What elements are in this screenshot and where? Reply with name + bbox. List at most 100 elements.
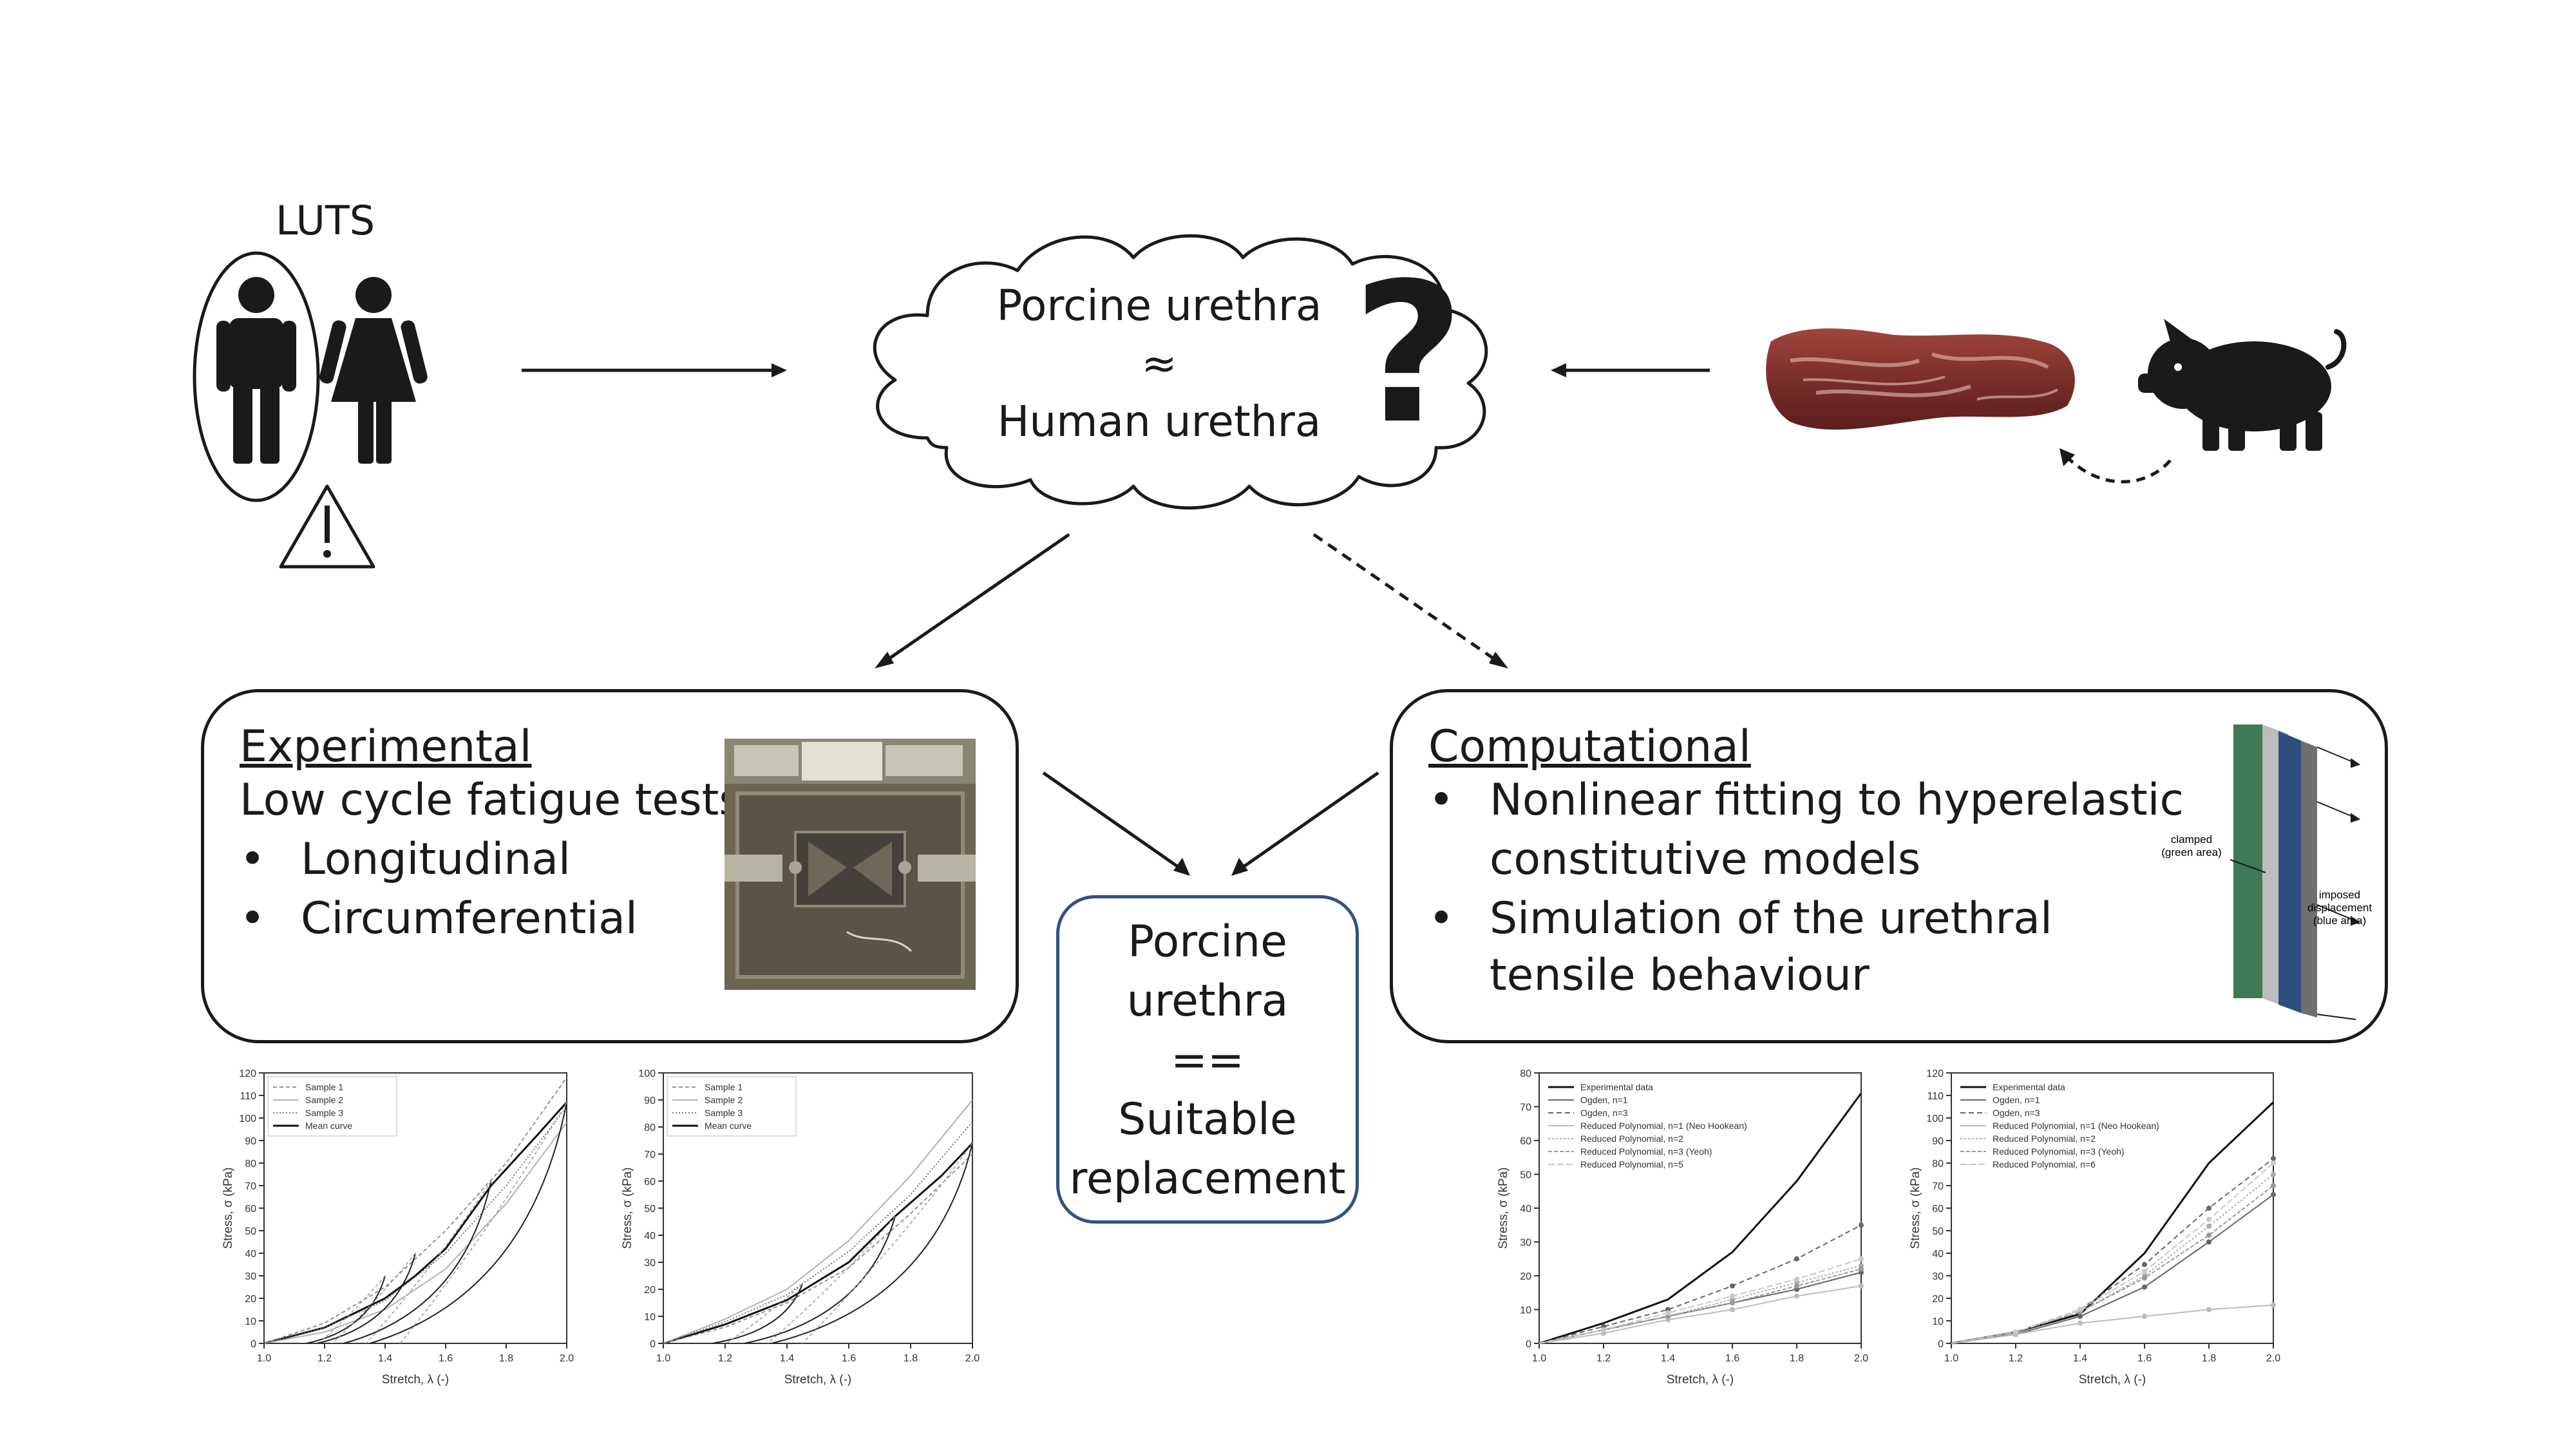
y-tick-label: 40 xyxy=(1520,1204,1531,1215)
x-tick-label: 1.2 xyxy=(718,1353,732,1364)
y-tick-label: 100 xyxy=(638,1068,656,1079)
luts-label: LUTS xyxy=(276,197,375,244)
question-mark-icon: ? xyxy=(1352,242,1465,466)
legend-label: Reduced Polynomial, n=3 (Yeoh) xyxy=(1993,1146,2125,1157)
y-axis-label: Stress, σ (kPa) xyxy=(621,1168,634,1249)
x-tick-label: 1.4 xyxy=(2073,1353,2087,1364)
series-line xyxy=(1539,1285,1862,1344)
conclusion-line-1: Porcine xyxy=(1128,916,1287,967)
imposed-sublabel-1: displacement xyxy=(2307,902,2372,914)
x-tick-label: 1.8 xyxy=(2202,1353,2216,1364)
imposed-label: imposed xyxy=(2319,889,2360,901)
legend-label: Experimental data xyxy=(1993,1082,2065,1092)
imposed-sublabel-2: (blue area) xyxy=(2313,914,2366,927)
x-tick-label: 1.8 xyxy=(1790,1353,1804,1364)
y-tick-label: 20 xyxy=(1932,1294,1944,1305)
legend-label: Sample 1 xyxy=(705,1082,743,1092)
series-marker xyxy=(2142,1275,2147,1281)
bullet-dot: • xyxy=(240,893,266,944)
conclusion-line-2: urethra xyxy=(1126,976,1289,1027)
series-marker xyxy=(1601,1327,1606,1332)
y-tick-label: 10 xyxy=(1520,1305,1531,1316)
y-tick-label: 60 xyxy=(644,1177,656,1188)
clamped-label: clamped xyxy=(2171,833,2212,846)
y-tick-label: 50 xyxy=(1932,1226,1944,1237)
x-tick-label: 1.6 xyxy=(842,1353,856,1364)
series-marker xyxy=(1794,1276,1799,1282)
y-tick-label: 0 xyxy=(1526,1339,1531,1350)
legend-label: Ogden, n=1 xyxy=(1580,1095,1628,1105)
series-marker xyxy=(2271,1192,2276,1197)
series-line xyxy=(663,1142,974,1345)
legend-label: Experimental data xyxy=(1580,1082,1653,1092)
woman-icon xyxy=(319,277,428,464)
series-marker xyxy=(1794,1293,1799,1299)
unloading-curve-sample xyxy=(725,1283,803,1344)
conclusion-line-3: Suitable xyxy=(1118,1094,1297,1145)
series-marker xyxy=(2142,1262,2147,1267)
computational-bullet-2-cont: tensile behaviour xyxy=(1490,950,1870,1001)
series-marker xyxy=(2206,1217,2211,1222)
legend-label: Reduced Polynomial, n=3 (Yeoh) xyxy=(1580,1146,1712,1157)
y-tick-label: 120 xyxy=(1926,1068,1944,1079)
y-tick-label: 60 xyxy=(1932,1204,1944,1215)
experimental-box: Experimental Low cycle fatigue tests •Lo… xyxy=(201,689,1019,1043)
series-marker xyxy=(1859,1256,1864,1262)
y-axis-label: Stress, σ (kPa) xyxy=(1497,1168,1510,1249)
experimental-bullet-2: • Circumferential xyxy=(240,889,638,949)
legend-label: Reduced Polynomial, n=6 xyxy=(1993,1159,2096,1170)
series-marker xyxy=(2206,1206,2211,1211)
arrow-cloud-to-experimental xyxy=(875,533,1070,668)
bullet-dot: • xyxy=(1428,775,1455,826)
bullet-text: Simulation of the urethral xyxy=(1490,893,2052,944)
series-line xyxy=(1951,1194,2274,1344)
y-tick-label: 70 xyxy=(644,1150,656,1160)
legend-label: Sample 2 xyxy=(705,1095,743,1105)
bullet-dot: • xyxy=(240,834,266,885)
dashed-arrow-cloud-to-computational xyxy=(1312,533,1508,668)
x-tick-label: 1.2 xyxy=(1596,1353,1611,1364)
bullet-text: Circumferential xyxy=(301,893,638,944)
legend-label: Reduced Polynomial, n=1 (Neo Hookean) xyxy=(1993,1121,2159,1131)
man-icon xyxy=(216,277,296,464)
arrow-people-to-cloud xyxy=(522,363,787,377)
series-line xyxy=(263,1106,567,1344)
x-axis-label: Stretch, λ (-) xyxy=(2079,1373,2146,1387)
unloading-curve xyxy=(306,1275,386,1344)
series-marker xyxy=(1730,1293,1735,1299)
y-tick-label: 40 xyxy=(1932,1249,1944,1260)
series-marker xyxy=(2206,1307,2211,1312)
y-tick-label: 80 xyxy=(1932,1159,1944,1170)
arrow-pig-to-cloud xyxy=(1551,363,1710,377)
series-marker xyxy=(1859,1283,1864,1289)
y-tick-label: 100 xyxy=(1926,1113,1944,1124)
unloading-curve xyxy=(343,1180,492,1344)
series-line xyxy=(663,1153,973,1344)
series-line xyxy=(1951,1162,2274,1344)
porcine-urethra-tissue-image xyxy=(1766,328,2075,430)
series-marker xyxy=(2078,1320,2083,1326)
series-line xyxy=(1951,1158,2274,1344)
series-marker xyxy=(2013,1329,2018,1335)
series-line xyxy=(1539,1268,1862,1344)
y-tick-label: 90 xyxy=(1932,1136,1944,1147)
y-tick-label: 60 xyxy=(245,1204,256,1215)
x-tick-label: 1.4 xyxy=(780,1353,794,1364)
y-tick-label: 40 xyxy=(644,1231,656,1242)
x-tick-label: 1.4 xyxy=(378,1353,392,1364)
fe-model-illustration: clamped (green area) imposed displacemen… xyxy=(2161,724,2372,1020)
x-tick-label: 2.0 xyxy=(560,1353,574,1364)
computational-bullet-2: •Simulation of the urethral xyxy=(1428,889,2052,949)
cloud-line-porcine: Porcine urethra xyxy=(996,281,1322,330)
legend-label: Mean curve xyxy=(305,1121,352,1131)
legend-label: Sample 2 xyxy=(305,1095,343,1105)
series-line xyxy=(663,1121,973,1344)
x-tick-label: 1.2 xyxy=(317,1353,332,1364)
clamped-sublabel: (green area) xyxy=(2161,846,2222,858)
x-tick-label: 1.0 xyxy=(1944,1353,1958,1364)
unloading-curve xyxy=(370,1102,567,1344)
y-tick-label: 90 xyxy=(644,1095,656,1106)
x-tick-label: 1.6 xyxy=(439,1353,453,1364)
